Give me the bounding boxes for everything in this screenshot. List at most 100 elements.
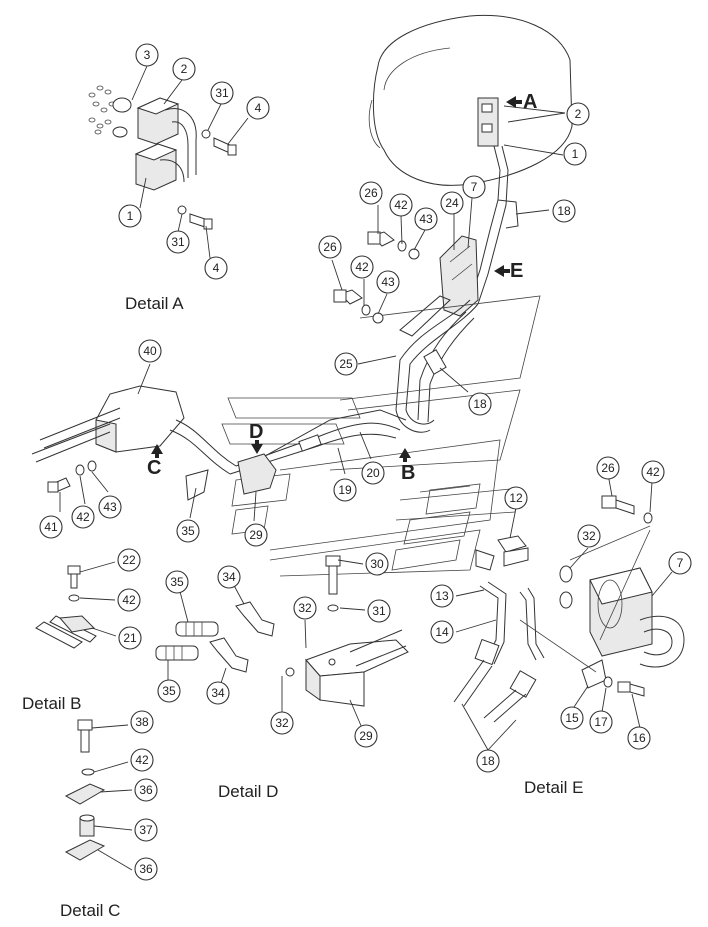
callout-label: 35 <box>170 575 184 589</box>
callout-label: 20 <box>366 466 380 480</box>
callout-circle <box>117 548 141 572</box>
callout-label: 13 <box>435 589 449 603</box>
callout-main-40: 40 <box>138 339 162 363</box>
callout-circle <box>468 392 492 416</box>
callout-circle <box>504 486 528 510</box>
callout-e-15: 15 <box>560 706 584 730</box>
view-arrow-e: E <box>494 260 523 282</box>
callout-circle <box>165 570 189 594</box>
callout-label: 21 <box>123 631 137 645</box>
callout-circle <box>117 588 141 612</box>
callout-main-26-top: 26 <box>359 181 383 205</box>
callout-circle <box>130 710 154 734</box>
view-letter-d: D <box>249 421 263 443</box>
callout-circle <box>246 96 270 120</box>
callout-main-43-low: 43 <box>98 495 122 519</box>
callout-main-18-top: 18 <box>552 199 576 223</box>
callout-e-16: 16 <box>627 726 651 750</box>
callout-a-1: 1 <box>118 204 142 228</box>
callout-label: 3 <box>144 48 151 62</box>
callout-circle <box>172 57 196 81</box>
callout-circle <box>176 519 200 543</box>
callout-circle <box>217 565 241 589</box>
callout-main-43-top: 43 <box>414 207 438 231</box>
bolt-a-bottom <box>177 205 213 230</box>
callout-label: 29 <box>359 729 373 743</box>
callout-label: 37 <box>139 823 153 837</box>
callout-circle <box>293 596 317 620</box>
view-letter-c: C <box>147 457 161 479</box>
callout-label: 42 <box>646 465 660 479</box>
callout-e-17: 17 <box>589 710 613 734</box>
callout-a-3: 3 <box>135 43 159 67</box>
washer-31-d <box>327 604 339 612</box>
callout-a-31-top: 31 <box>210 81 234 105</box>
callout-e-12: 12 <box>504 486 528 510</box>
bolt-30 <box>325 555 341 595</box>
callout-circle <box>138 339 162 363</box>
callout-label: 36 <box>139 783 153 797</box>
callout-a-2: 2 <box>172 57 196 81</box>
callout-label: 42 <box>355 260 369 274</box>
callout-circle <box>365 552 389 576</box>
callout-circle <box>204 256 228 280</box>
callout-circle <box>641 460 665 484</box>
callout-label: 34 <box>211 686 225 700</box>
callout-d-34-top: 34 <box>217 565 241 589</box>
callout-circle <box>354 724 378 748</box>
flange-7 <box>589 567 685 668</box>
callout-label: 43 <box>103 500 117 514</box>
callout-a-31-bottom: 31 <box>166 230 190 254</box>
callout-label: 41 <box>44 520 58 534</box>
callout-d-29: 29 <box>354 724 378 748</box>
callout-label: 14 <box>435 625 449 639</box>
clamp-21 <box>35 615 97 649</box>
callout-d-35-bottom: 35 <box>157 679 181 703</box>
callout-main-1: 1 <box>563 142 587 166</box>
bracket-24 <box>439 235 479 317</box>
callout-circle <box>627 726 651 750</box>
callout-main-35: 35 <box>176 519 200 543</box>
callout-b-21: 21 <box>118 626 142 650</box>
callout-circle <box>135 43 159 67</box>
washer-42-c <box>81 768 95 776</box>
callout-label: 4 <box>255 101 262 115</box>
callout-label: 16 <box>632 731 646 745</box>
callout-circle <box>118 626 142 650</box>
bolt-stack-26-mid <box>333 289 384 324</box>
callout-circle <box>414 207 438 231</box>
callout-circle <box>367 599 391 623</box>
callout-label: 26 <box>364 186 378 200</box>
seal-cluster-a <box>88 85 132 138</box>
callout-circle <box>334 352 358 376</box>
callout-label: 42 <box>76 510 90 524</box>
callout-label: 1 <box>127 209 134 223</box>
callout-circle <box>333 478 357 502</box>
callout-c-38: 38 <box>130 710 154 734</box>
callout-c-36-top: 36 <box>134 778 158 802</box>
view-letter-e: E <box>510 260 523 282</box>
detail-d-title: Detail D <box>218 782 278 801</box>
callout-label: 35 <box>162 684 176 698</box>
detail-a-title: Detail A <box>125 294 184 313</box>
callout-e-13: 13 <box>430 584 454 608</box>
callout-d-32-bottom: 32 <box>270 711 294 735</box>
callout-circle <box>440 191 464 215</box>
callout-circle <box>566 102 590 126</box>
detail-e-group: Detail E <box>453 473 685 797</box>
callout-circle <box>361 461 385 485</box>
callout-label: 22 <box>122 553 136 567</box>
callout-main-18-mid: 18 <box>468 392 492 416</box>
callout-label: 43 <box>381 275 395 289</box>
bolt-22 <box>67 565 81 589</box>
view-arrow-d: D <box>249 421 263 454</box>
callout-label: 4 <box>213 261 220 275</box>
fitting-12 <box>475 535 529 571</box>
callout-label: 42 <box>122 593 136 607</box>
callout-circle <box>462 175 486 199</box>
callout-d-32-top: 32 <box>293 596 317 620</box>
view-letter-b: B <box>401 462 415 484</box>
callout-main-7: 7 <box>462 175 486 199</box>
callout-circle <box>98 495 122 519</box>
